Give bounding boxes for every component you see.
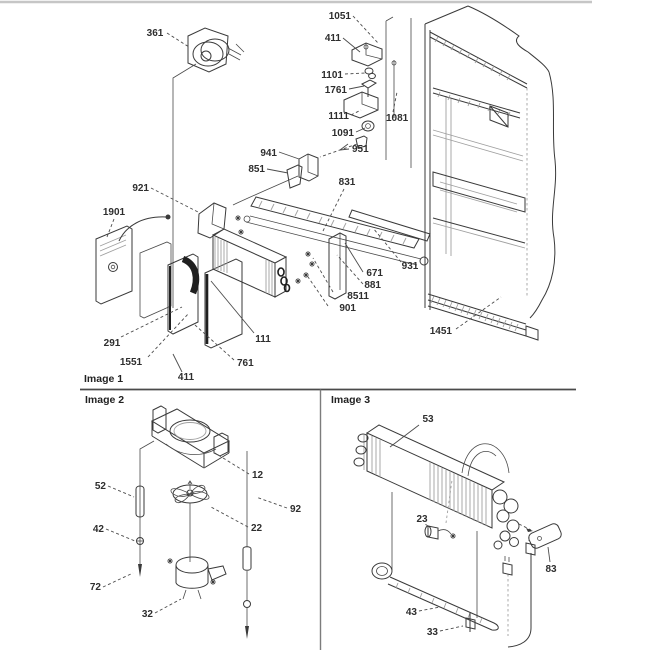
mount-rod-right-drawing	[242, 451, 252, 639]
mount-rod-left-drawing	[135, 440, 155, 577]
fan-motor-assembly-drawing	[172, 27, 245, 308]
callout-1111: 1111	[328, 111, 349, 122]
drain-trough-drawing	[243, 196, 431, 266]
callout-1051: 1051	[329, 11, 352, 22]
callout-411-bottom: 411	[178, 372, 195, 383]
callout-23: 23	[416, 514, 428, 525]
wire-harness-drawing	[502, 536, 536, 648]
defrost-heater-drawing	[371, 562, 499, 632]
fan-blade-drawing	[170, 480, 210, 562]
callout-72: 72	[90, 582, 102, 593]
leader-lines	[102, 452, 288, 614]
callout-361: 361	[147, 28, 164, 39]
valve-bracket-drawing	[319, 42, 383, 158]
callout-1761: 1761	[325, 85, 348, 96]
bracket-drawing	[197, 202, 227, 239]
callout-92: 92	[290, 504, 302, 515]
callout-931: 931	[402, 261, 419, 272]
evaporator-drawing	[211, 228, 291, 298]
image3-title: Image 3	[331, 394, 370, 406]
leader-lines	[389, 424, 551, 632]
image2-title: Image 2	[85, 394, 124, 406]
evaporator-coil-drawing	[353, 424, 520, 618]
callout-32: 32	[142, 609, 154, 620]
callout-8511: 8511	[347, 291, 369, 302]
side-panel-drawing	[328, 232, 347, 300]
image2-section: 12 52 92 22 42 72 32 Image 2	[85, 394, 302, 639]
callout-33: 33	[427, 627, 439, 638]
callout-53: 53	[422, 414, 434, 425]
callout-901: 901	[339, 303, 356, 314]
callout-1551: 1551	[120, 357, 143, 368]
image1-title: Image 1	[84, 373, 123, 385]
callout-291: 291	[104, 338, 121, 349]
callout-1081: 1081	[386, 113, 409, 124]
cabinet-drawing	[424, 5, 557, 341]
fan-motor-drawing	[166, 556, 227, 600]
callout-111: 111	[255, 334, 271, 345]
callout-761: 761	[237, 358, 254, 369]
callout-83: 83	[545, 564, 557, 575]
callout-1091: 1091	[332, 128, 355, 139]
callout-951: 951	[352, 144, 369, 155]
callout-941: 941	[260, 148, 277, 159]
callout-411-top: 411	[325, 33, 342, 44]
capacitor-drawing	[518, 523, 562, 549]
callout-52: 52	[95, 481, 107, 492]
callout-42: 42	[93, 524, 105, 535]
callout-851: 851	[248, 164, 265, 175]
image3-section: 53 23 83 43 33 Image 3	[331, 394, 562, 648]
callout-881: 881	[364, 280, 381, 291]
callout-1451: 1451	[430, 326, 453, 337]
callout-1101: 1101	[321, 70, 343, 81]
callout-671: 671	[366, 268, 383, 279]
callout-1901: 1901	[103, 207, 126, 218]
fill-tube-drawing	[385, 16, 412, 168]
callout-921: 921	[132, 183, 149, 194]
callout-43: 43	[406, 607, 418, 618]
thermostat-drawing	[424, 479, 457, 540]
callout-12: 12	[252, 470, 264, 481]
callout-831: 831	[339, 177, 356, 188]
control-panel-drawing	[95, 214, 243, 349]
leader-lines	[106, 15, 502, 373]
image1-section: 361 1051 411 1101 1761 1111 1091 1081 95…	[84, 5, 557, 385]
cover-clip-drawing	[232, 153, 319, 206]
callout-22: 22	[251, 523, 263, 534]
fan-shroud-drawing	[150, 405, 231, 469]
